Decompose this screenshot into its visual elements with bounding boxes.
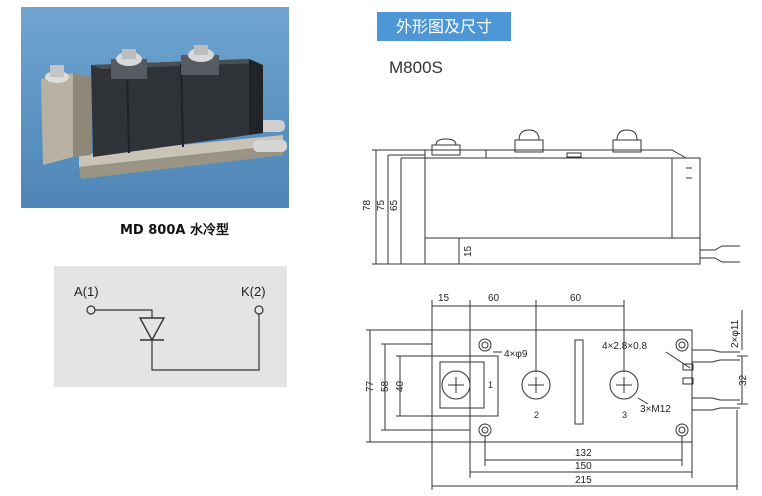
terminal-2: 2 bbox=[534, 410, 539, 420]
top-dim-58: 58 bbox=[380, 380, 391, 392]
model-number: M800S bbox=[389, 58, 443, 77]
top-dim-77: 77 bbox=[365, 380, 376, 392]
cathode-label: K(2) bbox=[241, 284, 266, 299]
terminal-1: 1 bbox=[488, 380, 493, 390]
top-dim-32: 32 bbox=[738, 374, 749, 386]
top-dim-60a: 60 bbox=[488, 293, 500, 304]
top-dim-60b: 60 bbox=[570, 293, 582, 304]
side-dim-78: 78 bbox=[362, 199, 373, 211]
top-dim-150: 150 bbox=[575, 461, 592, 472]
circuit-schematic: A(1) K(2) bbox=[54, 266, 287, 387]
anode-label: A(1) bbox=[74, 284, 99, 299]
note-hole: 4×φ9 bbox=[504, 349, 528, 360]
top-dim-40: 40 bbox=[395, 380, 406, 392]
thyristor-module-image bbox=[41, 45, 287, 179]
note-screw: 3×M12 bbox=[640, 404, 671, 415]
diode-icon bbox=[138, 317, 166, 342]
note-tab: 4×2.8×0.8 bbox=[602, 341, 647, 352]
terminal-3: 3 bbox=[622, 410, 627, 420]
side-dim-15: 15 bbox=[463, 245, 474, 257]
outline-header: 外形图及尺寸 bbox=[377, 12, 511, 41]
top-view-drawing: 15 60 60 132 150 215 77 58 40 32 4×φ9 4×… bbox=[365, 293, 749, 490]
product-caption: MD 800A 水冷型 bbox=[120, 223, 229, 238]
diode-symbol-diagram: A(1) K(2) bbox=[74, 284, 266, 371]
top-dim-215: 215 bbox=[575, 475, 592, 486]
note-pipe: 2×φ11 bbox=[730, 319, 741, 348]
product-photo bbox=[21, 7, 289, 208]
side-dim-75: 75 bbox=[376, 199, 387, 211]
top-dim-132: 132 bbox=[575, 448, 592, 459]
side-dim-65: 65 bbox=[389, 199, 400, 211]
top-dim-15: 15 bbox=[438, 293, 450, 304]
side-view-drawing: 78 75 65 15 bbox=[362, 129, 740, 265]
